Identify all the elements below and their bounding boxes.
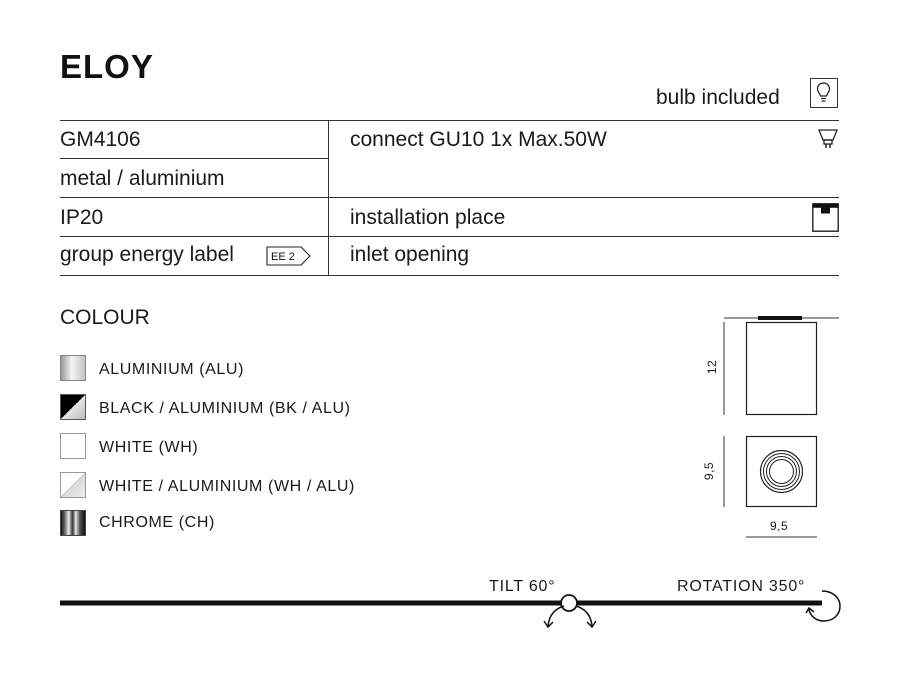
energy-label-text: group energy label: [60, 243, 234, 266]
rotation-label: ROTATION 350°: [677, 578, 806, 595]
height-dimension: 12: [705, 359, 720, 375]
ip-rating: IP20: [60, 206, 104, 229]
tilt-label: TILT 60°: [489, 578, 556, 595]
table-column-divider: [328, 120, 329, 275]
colour-option-label: ALUMINIUM (ALU): [99, 361, 245, 378]
product-title: ELOY: [60, 48, 154, 85]
tilt-arrows-icon: [540, 603, 600, 636]
technical-drawing: [700, 312, 850, 552]
table-row-divider: [60, 236, 839, 237]
gu10-socket-icon: [818, 128, 838, 155]
swatch-chrome: [60, 510, 86, 536]
width-dimension: 9,5: [770, 519, 789, 533]
bulb-included-label: bulb included: [656, 86, 780, 109]
table-row-divider: [60, 158, 328, 159]
table-bottom-border: [60, 275, 839, 276]
inlet-opening-label: inlet opening: [350, 243, 470, 266]
colour-option-label: WHITE (WH): [99, 439, 199, 456]
colour-option-label: CHROME (CH): [99, 514, 215, 531]
swatch-white: [60, 433, 86, 459]
swatch-white-aluminium: [60, 472, 86, 498]
colour-option-label: WHITE / ALUMINIUM (WH / ALU): [99, 478, 355, 495]
colour-heading: COLOUR: [60, 306, 150, 329]
rotation-arrow-icon: [804, 587, 846, 632]
installation-place-label: installation place: [350, 206, 506, 229]
swatch-black-aluminium: [60, 394, 86, 420]
energy-arrow-icon: EE 2: [266, 245, 312, 272]
material-value: metal / aluminium: [60, 167, 225, 190]
connect-value: connect GU10 1x Max.50W: [350, 128, 607, 151]
energy-badge-text: EE 2: [271, 251, 295, 263]
ceiling-surface-icon: [812, 203, 839, 237]
lightbulb-icon: [810, 78, 838, 108]
colour-option-label: BLACK / ALUMINIUM (BK / ALU): [99, 400, 351, 417]
table-row-divider: [60, 197, 839, 198]
product-code: GM4106: [60, 128, 141, 151]
motion-bar: [0, 585, 900, 640]
table-top-border: [60, 120, 839, 121]
swatch-aluminium: [60, 355, 86, 381]
depth-dimension: 9,5: [702, 461, 717, 481]
